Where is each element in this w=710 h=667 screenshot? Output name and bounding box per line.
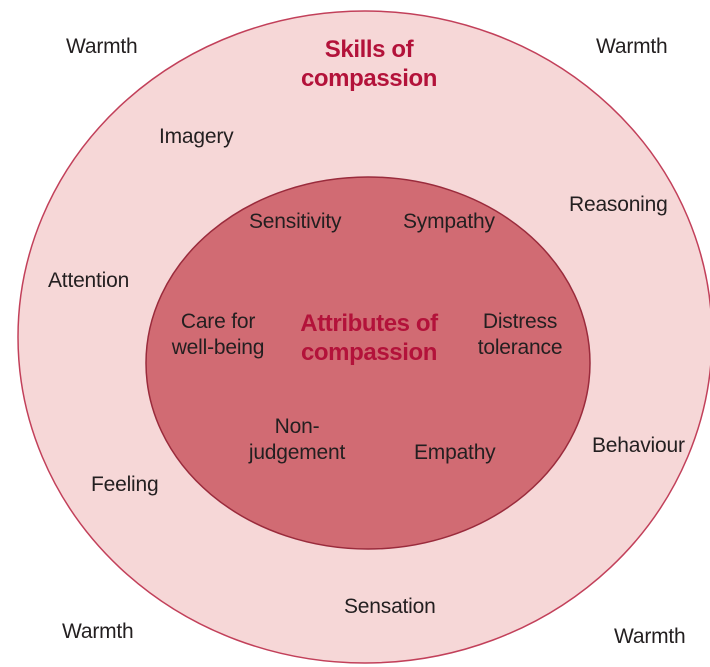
skill-sensation: Sensation [344,595,436,618]
skill-imagery: Imagery [159,125,234,148]
skill-feeling: Feeling [91,473,159,496]
skill-attention: Attention [48,269,130,292]
care-line1: Care for [180,310,256,333]
attribute-sensitivity: Sensitivity [249,210,342,233]
skills-title: Skills of compassion [301,35,437,93]
skills-title-line2: compassion [300,65,438,92]
warmth-label-bottom-left: Warmth [62,620,134,643]
attribute-distress-tolerance: Distress tolerance [478,309,563,361]
attributes-title: Attributes of compassion [300,309,438,367]
distress-line2: tolerance [477,336,563,359]
attributes-title-line2: compassion [300,339,438,366]
care-line2: well-being [171,336,265,359]
attribute-empathy: Empathy [414,441,496,464]
warmth-label-bottom-right: Warmth [614,625,686,648]
skill-reasoning: Reasoning [569,193,668,216]
attribute-non-judgement: Non- judgement [249,414,345,466]
warmth-label-top-right: Warmth [596,35,668,58]
skill-behaviour: Behaviour [592,434,685,457]
nonjudgement-line1: Non- [274,415,320,438]
warmth-label-top-left: Warmth [66,35,138,58]
skills-title-line1: Skills of [324,36,414,63]
attributes-title-line1: Attributes of [300,310,438,337]
nonjudgement-line2: judgement [248,441,346,464]
distress-line1: Distress [482,310,558,333]
attribute-sympathy: Sympathy [403,210,495,233]
inner-circle-attributes [145,176,591,550]
attribute-care-for-well-being: Care for well-being [172,309,265,361]
